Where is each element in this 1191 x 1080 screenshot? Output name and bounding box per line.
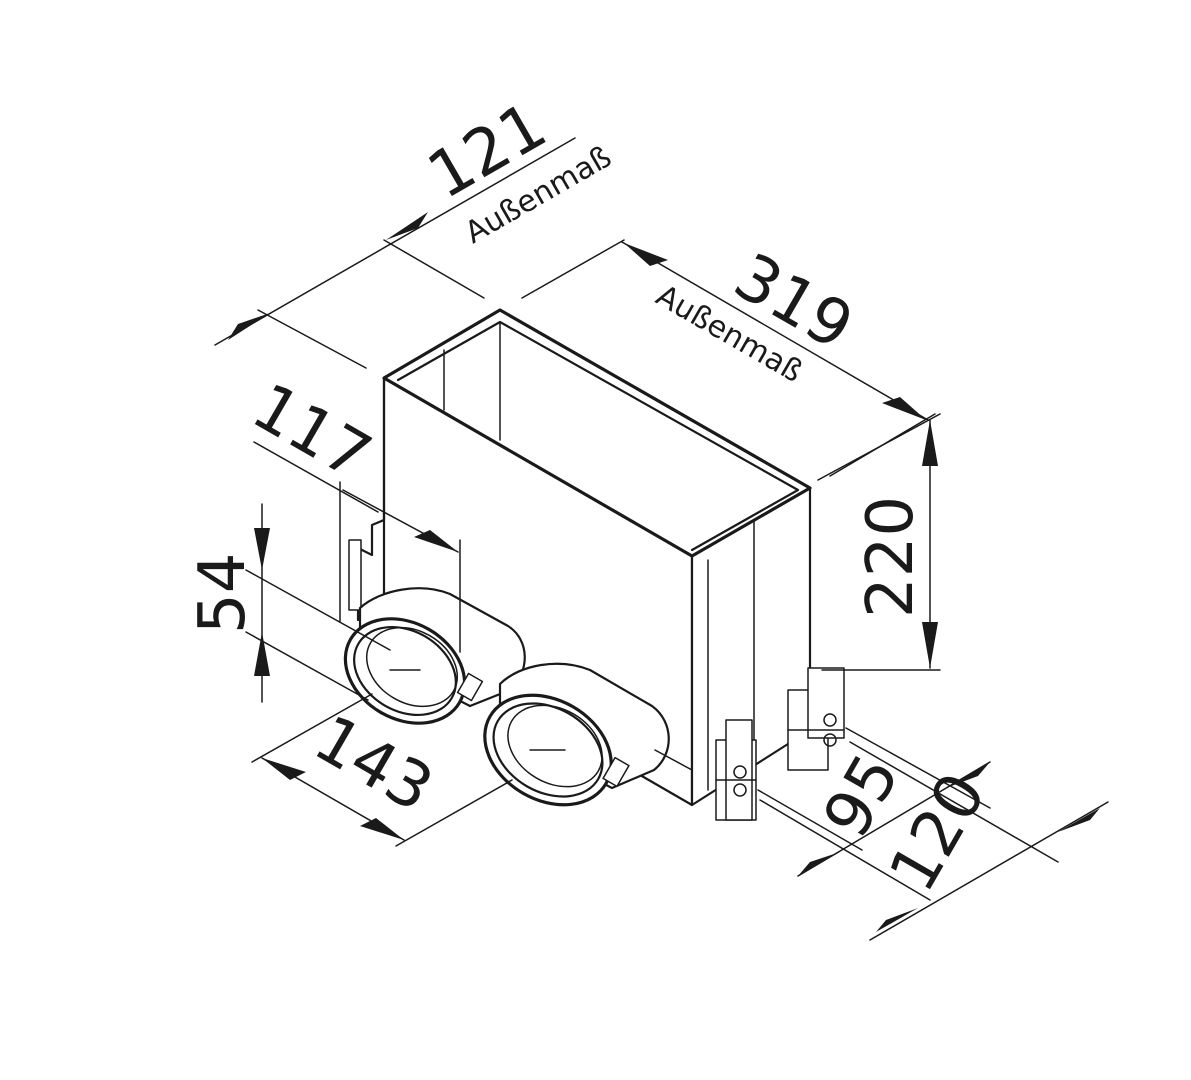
dim-220-value: 220	[854, 496, 928, 618]
dim-54-value: 54	[186, 553, 260, 634]
dim-54: 54	[186, 503, 391, 703]
dim-120: 120	[759, 741, 1109, 941]
flanges	[715, 667, 845, 821]
spigot-rear	[343, 587, 526, 725]
dim-220: 220	[817, 413, 941, 671]
left-notch	[356, 376, 386, 622]
left-clip	[348, 539, 362, 611]
box-top-inner	[396, 320, 800, 552]
flange-front	[715, 719, 757, 821]
dim-121: 121 Außenmaß	[214, 89, 617, 369]
box-top-rim	[382, 308, 812, 558]
dim-117-value: 117	[240, 370, 383, 495]
spigot-front	[483, 662, 693, 807]
flange-rear	[787, 667, 845, 771]
dim-143: 143	[251, 693, 513, 847]
